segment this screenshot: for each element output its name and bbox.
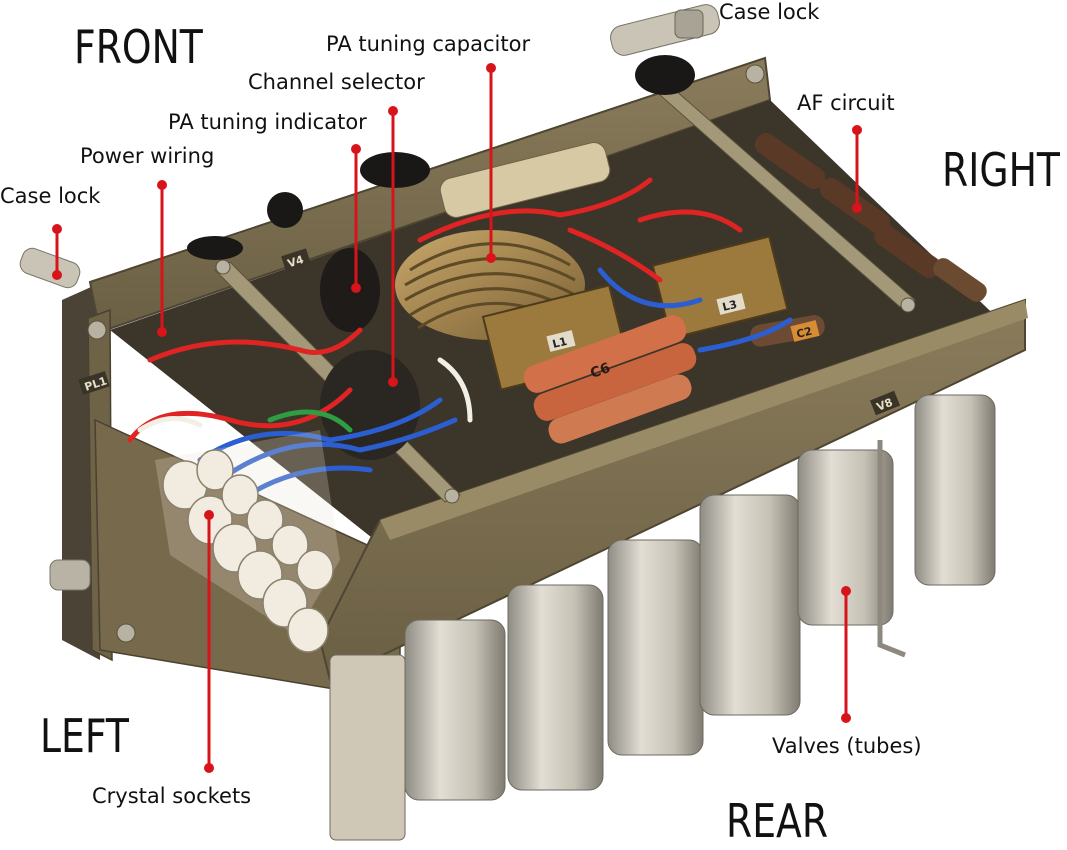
screw (87, 320, 107, 340)
leader-crystal-sockets (204, 510, 214, 773)
leader-pa-tuning-indicator (351, 144, 361, 293)
callout-leaders (52, 63, 862, 773)
marking-c2: C2 (795, 325, 813, 341)
valves-part (329, 394, 996, 841)
left-label: LEFT (40, 709, 129, 763)
callout-valves: Valves (tubes) (772, 734, 922, 758)
marking-v4: V4 (286, 253, 306, 270)
screw (900, 297, 916, 313)
rear-label: REAR (726, 794, 829, 848)
case-lock-left-part (19, 247, 91, 591)
crystal-sockets-part (155, 430, 340, 653)
leader-valves (841, 586, 851, 723)
marking-c6: C6 (588, 360, 612, 382)
callout-pa-tuning-indicator: PA tuning indicator (168, 110, 367, 134)
screw (116, 623, 136, 643)
pa-indicator-part (320, 248, 380, 332)
marking-l1: L1 (551, 335, 568, 351)
rear-panel-top-lip (380, 300, 1028, 540)
marking-l3: L3 (721, 298, 738, 314)
marking-v8: V8 (875, 396, 895, 414)
front-label: FRONT (74, 20, 203, 74)
callout-crystal-sockets: Crystal sockets (92, 784, 252, 808)
transformer-l3 (651, 235, 789, 340)
front-knobs (187, 55, 695, 260)
screw (444, 488, 460, 504)
leader-channel-selector (388, 106, 398, 387)
orange-resistors (523, 315, 697, 444)
case-lock-top-part (610, 4, 720, 56)
rear-panel (318, 298, 1026, 682)
callout-pa-tuning-capacitor: PA tuning capacitor (326, 32, 531, 56)
screw (745, 64, 765, 84)
leader-case-lock-left (52, 224, 62, 280)
glass-component (439, 142, 611, 218)
screw (215, 259, 231, 275)
callout-channel-selector: Channel selector (248, 70, 425, 94)
right-label: RIGHT (942, 143, 1060, 197)
callout-power-wiring: Power wiring (80, 144, 215, 168)
callout-case-lock-top: Case lock (719, 0, 820, 24)
leader-af-circuit (852, 125, 862, 213)
callout-case-lock-left: Case lock (0, 184, 101, 208)
callout-af-circuit: AF circuit (797, 91, 895, 115)
leader-power-wiring (157, 180, 167, 337)
leader-pa-tuning-capacitor (486, 63, 496, 263)
